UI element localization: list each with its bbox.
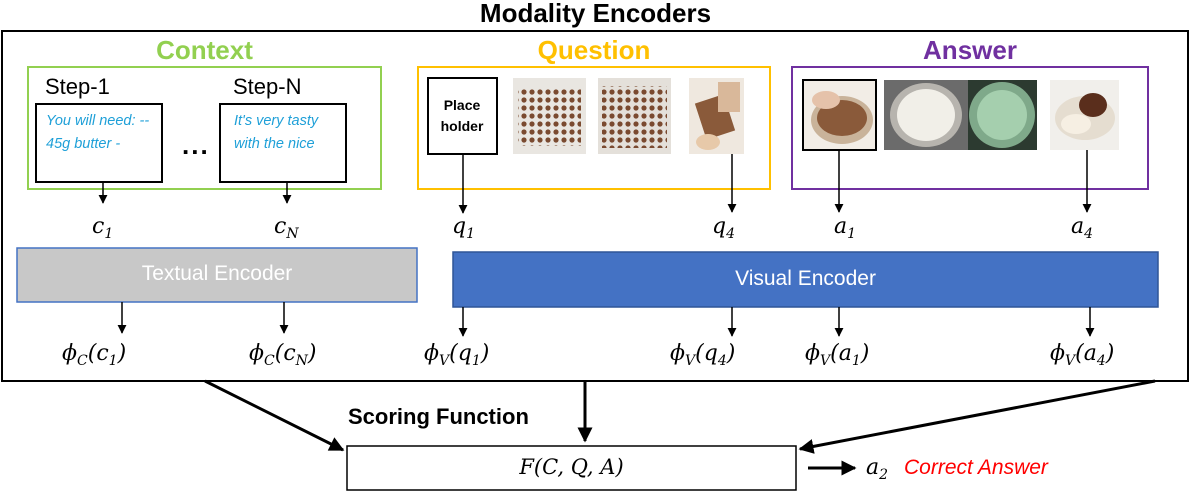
- question-title: Question: [537, 35, 651, 65]
- phi-cN-arg: c: [283, 341, 296, 366]
- phi-cN-encoder: C: [264, 353, 275, 369]
- var-a1-sub: 1: [847, 226, 857, 242]
- placeholder-line2: holder: [440, 118, 484, 134]
- phi-q1-arg: q: [457, 341, 472, 366]
- result-var-base: a: [866, 455, 880, 480]
- answer-image-3: [968, 80, 1037, 150]
- phi-a4-encoder: V: [1065, 353, 1076, 369]
- answer-box: [791, 66, 1149, 190]
- step-first-text: You will need: -- 45g butter -: [46, 110, 149, 156]
- step-first-text-line1: You will need: --: [46, 113, 150, 129]
- phi-a4-symbol: ϕ: [1050, 341, 1065, 366]
- question-image-2: [513, 78, 586, 154]
- phi-c1-arg-sub: 1: [108, 353, 118, 369]
- step-first-label: Step-1: [45, 74, 110, 99]
- visual-encoder-label: Visual Encoder: [735, 267, 876, 290]
- phi-a4-arg: a: [1083, 341, 1097, 366]
- phi-q1-symbol: ϕ: [424, 341, 439, 366]
- step-last-text: It's very tasty with the nice: [234, 110, 318, 156]
- step-last-text-line2: with the nice: [234, 136, 315, 152]
- result-var: a2: [866, 455, 888, 483]
- question-image-3: [598, 78, 671, 154]
- phi-q4-encoder: V: [685, 353, 696, 369]
- step-last-box: [219, 103, 347, 183]
- phi-c1-arg: c: [96, 341, 109, 366]
- question-image-4: [689, 78, 744, 154]
- textual-encoder-label: Textual Encoder: [141, 262, 293, 285]
- step-first-box: [35, 103, 163, 183]
- phi-cN-symbol: ϕ: [249, 341, 264, 366]
- phi-a1-symbol: ϕ: [805, 341, 820, 366]
- steps-ellipsis: ...: [182, 130, 210, 160]
- phi-q1-arg-sub: 1: [471, 353, 481, 369]
- phi-a4-arg-sub: 4: [1096, 353, 1106, 369]
- phi-a1-encoder: V: [820, 353, 831, 369]
- step-last-label: Step-N: [233, 74, 302, 99]
- var-a4: a4: [1071, 214, 1093, 242]
- var-c1-sub: 1: [104, 226, 114, 242]
- phi-cN-arg-sub: N: [295, 353, 308, 369]
- phi-q1: ϕV(q1): [424, 341, 490, 369]
- var-q4: q4: [712, 214, 735, 242]
- var-q1: q1: [452, 214, 475, 242]
- visual-encoder-box: [452, 251, 1159, 308]
- phi-c1-symbol: ϕ: [62, 341, 77, 366]
- phi-a1-arg-sub: 1: [851, 353, 861, 369]
- var-cN-base: c: [274, 214, 287, 239]
- var-a1: a1: [834, 214, 856, 242]
- phi-c1-encoder: C: [77, 353, 88, 369]
- placeholder-line1: Place: [443, 97, 481, 113]
- var-a1-base: a: [834, 214, 848, 239]
- var-q4-sub: 4: [726, 226, 736, 242]
- phi-a1: ϕV(a1): [805, 341, 870, 369]
- phi-q4-arg: q: [703, 341, 718, 366]
- phi-q4-symbol: ϕ: [670, 341, 685, 366]
- var-a4-sub: 4: [1084, 226, 1094, 242]
- phi-c1: ϕC(c1): [62, 341, 127, 369]
- arrow-right-to-scoring: [798, 379, 1156, 454]
- result-var-sub: 2: [879, 467, 889, 483]
- context-box: [27, 66, 382, 190]
- phi-a1-arg: a: [838, 341, 852, 366]
- var-q1-base: q: [452, 214, 467, 239]
- question-box: [417, 66, 771, 190]
- arrow-left-to-scoring: [204, 379, 345, 452]
- answer-image-4: [1050, 80, 1119, 150]
- phi-a4: ϕV(a4): [1050, 341, 1115, 369]
- scoring-function-box: [346, 445, 797, 491]
- textual-encoder-box: [16, 247, 418, 303]
- placeholder-text: Place holder: [428, 95, 496, 137]
- var-q1-sub: 1: [466, 226, 476, 242]
- step-first-text-line2: 45g butter -: [46, 136, 121, 152]
- answer-title: Answer: [923, 35, 1017, 65]
- phi-q1-encoder: V: [439, 353, 450, 369]
- context-title: Context: [156, 35, 253, 65]
- diagram-title: Modality Encoders: [479, 0, 712, 28]
- phi-cN: ϕC(cN): [249, 341, 317, 369]
- answer-image-1: [802, 79, 877, 151]
- var-cN-sub: N: [286, 226, 299, 242]
- var-c1: c1: [92, 214, 113, 242]
- var-q4-base: q: [712, 214, 727, 239]
- modality-encoders-frame: [1, 30, 1189, 382]
- correct-answer-label: Correct Answer: [904, 456, 1048, 479]
- var-cN: cN: [274, 214, 299, 242]
- var-a4-base: a: [1071, 214, 1085, 239]
- scoring-function-formula: F(C, Q, A): [519, 455, 624, 479]
- step-last-text-line1: It's very tasty: [234, 113, 319, 129]
- phi-q4: ϕV(q4): [670, 341, 736, 369]
- scoring-function-title: Scoring Function: [348, 404, 529, 429]
- phi-q4-arg-sub: 4: [717, 353, 727, 369]
- answer-image-2: [884, 80, 968, 150]
- var-c1-base: c: [92, 214, 105, 239]
